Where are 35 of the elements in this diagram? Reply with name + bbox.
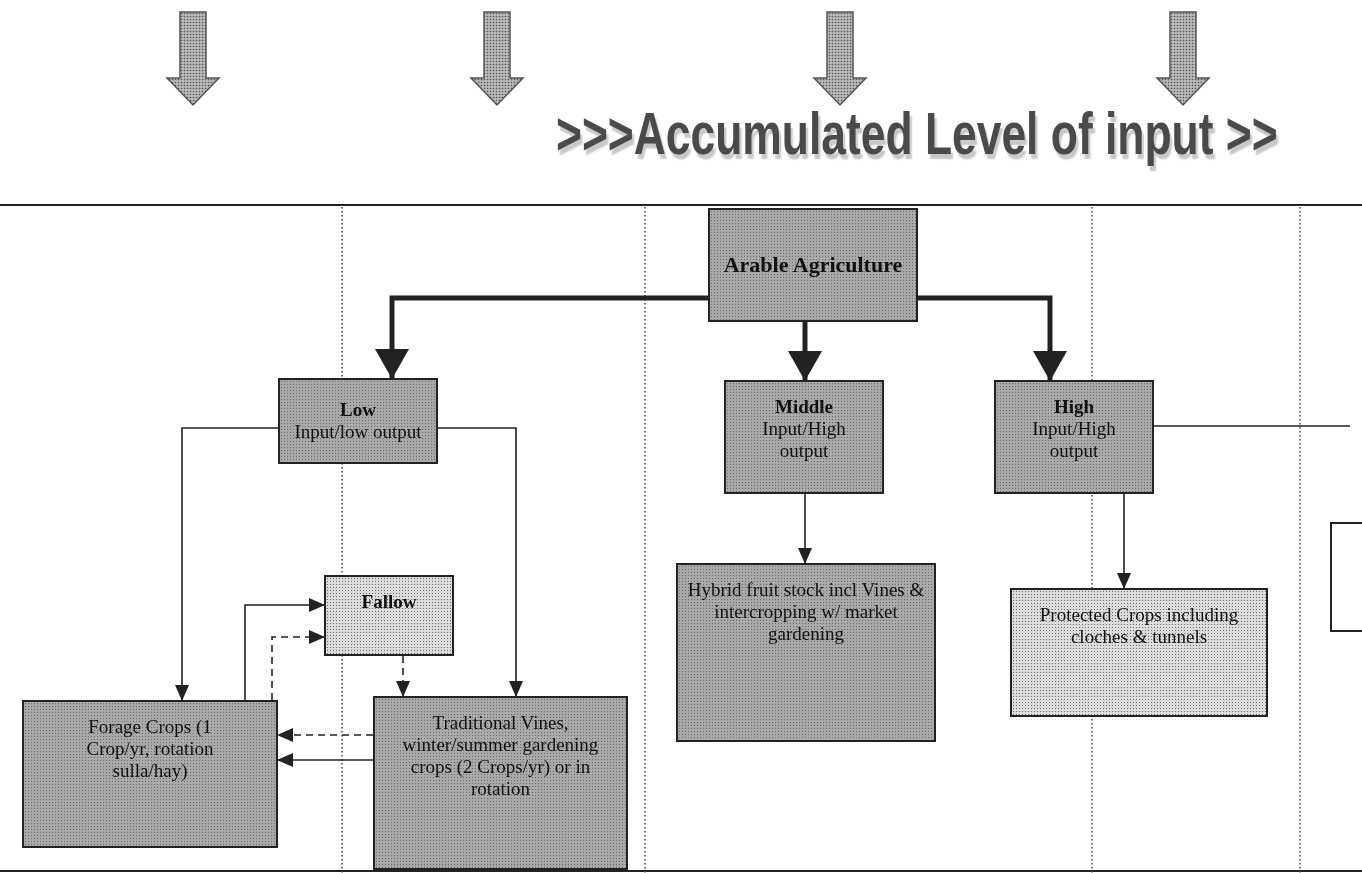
- box-text: Hybrid fruit stock incl Vines & intercropping w/ market gardening: [686, 579, 926, 645]
- connector-arrow: [396, 655, 410, 697]
- connector-arrow: [271, 630, 325, 701]
- box-label: Arable Agriculture: [723, 252, 903, 278]
- connector-arrow: [244, 598, 325, 701]
- connector-arrow: [175, 427, 279, 701]
- box-text: Traditional Vines, winter/summer gardening crops (2 Crops/yr) or in rotation: [401, 712, 600, 800]
- box-text: Input/High output: [761, 417, 847, 462]
- box-label: Fallow: [361, 591, 417, 613]
- connector-arrow: [798, 493, 812, 564]
- box-text: Input/High output: [1031, 417, 1117, 462]
- process-box: [324, 575, 454, 656]
- connector-arrow: [788, 322, 822, 381]
- connector-arrow: [277, 728, 374, 742]
- box-heading: Middle: [774, 396, 834, 418]
- process-box: [278, 378, 438, 464]
- connector-arrow: [437, 427, 523, 697]
- box-text: Protected Crops including cloches & tunnels: [1038, 604, 1240, 648]
- box-text: Input/low output: [294, 421, 422, 443]
- process-box: [724, 380, 884, 494]
- process-box: [708, 208, 918, 322]
- process-box: [373, 696, 628, 870]
- process-box: [22, 700, 278, 848]
- connector-arrow: [1117, 493, 1131, 589]
- connector-arrow: [918, 295, 1067, 381]
- process-box: [994, 380, 1154, 494]
- box-heading: Low: [340, 399, 376, 421]
- process-box: [1010, 588, 1268, 717]
- process-box: [676, 563, 936, 742]
- connector-arrow: [375, 295, 708, 379]
- empty-box: [1330, 522, 1362, 632]
- connector-arrow: [277, 753, 374, 767]
- box-heading: High: [1053, 396, 1095, 418]
- box-text: Forage Crops (1 Crop/yr, rotation sulla/hay): [85, 716, 215, 782]
- diagram-title: >>>Accumulated Level of input >>: [556, 104, 1278, 164]
